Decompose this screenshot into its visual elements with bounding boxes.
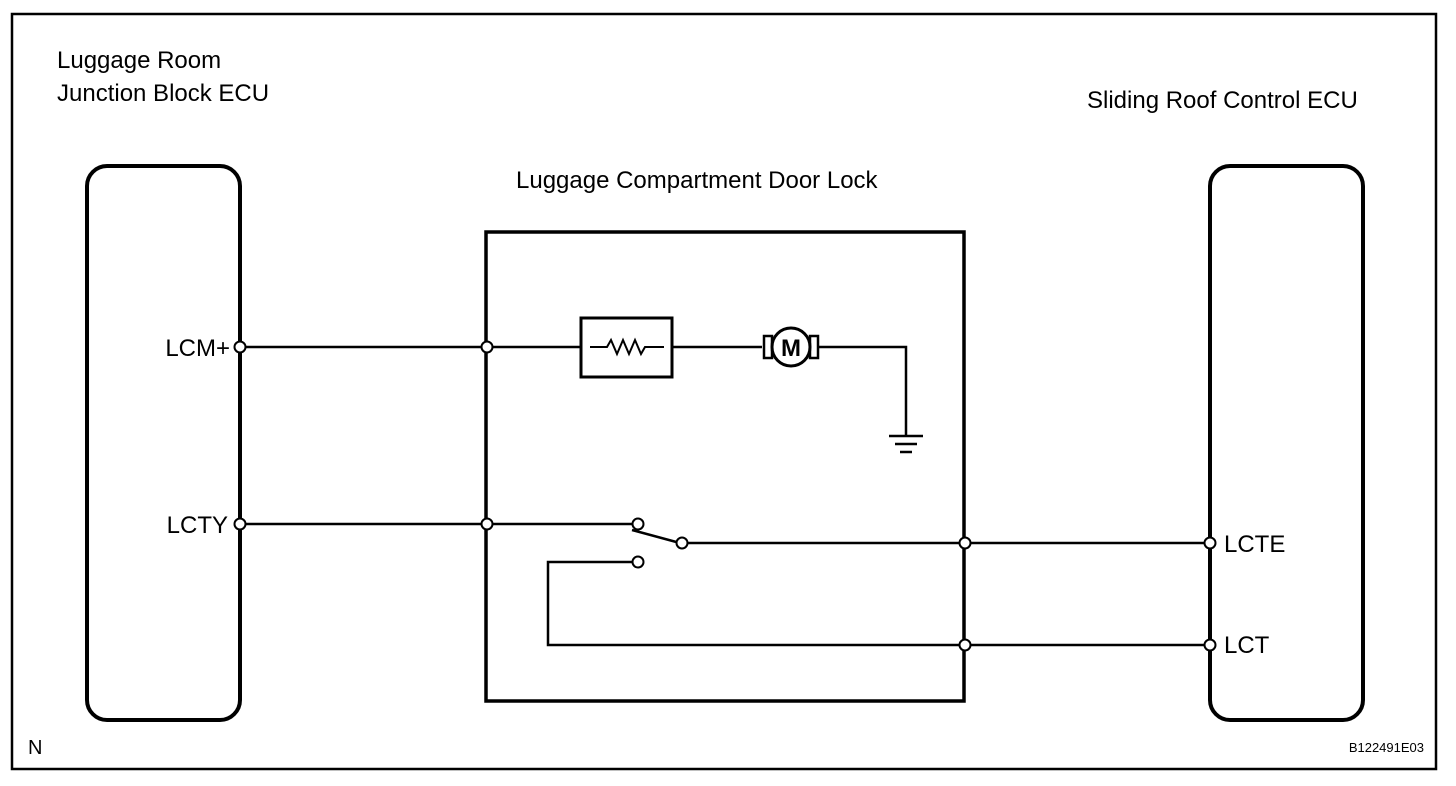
terminal-lct — [1203, 638, 1217, 652]
label-lcte: LCTE — [1224, 531, 1285, 558]
resistor-icon — [590, 337, 664, 357]
switch-contact-lct — [631, 555, 645, 569]
left-ecu-box — [85, 164, 242, 722]
wire-motor-ground — [818, 345, 908, 436]
switch-contact-common — [631, 517, 645, 531]
wire-lct — [546, 560, 1210, 647]
switch-blade — [631, 528, 681, 545]
terminal-lcty — [233, 517, 247, 531]
right-ecu-title: Sliding Roof Control ECU — [1087, 87, 1358, 114]
label-lct: LCT — [1224, 632, 1270, 659]
ground-icon — [889, 434, 923, 454]
door-lock-box — [484, 230, 966, 703]
footer-mark: N — [28, 737, 42, 759]
figure-code: B122491E03 — [1349, 740, 1424, 755]
terminal-lcte — [1203, 536, 1217, 550]
connector-node-lcty — [480, 517, 494, 531]
connector-node-lcm-plus — [480, 340, 494, 354]
left-ecu-title-line1: Luggage Room — [57, 47, 221, 74]
label-lcty: LCTY — [167, 512, 228, 539]
right-ecu-box — [1208, 164, 1365, 722]
door-lock-title: Luggage Compartment Door Lock — [516, 167, 879, 194]
terminal-lcm-plus — [233, 340, 247, 354]
switch-contact-lcte — [675, 536, 689, 550]
motor-symbol: M — [781, 335, 801, 362]
connector-node-lcte — [958, 536, 972, 550]
left-ecu-title-line2: Junction Block ECU — [57, 80, 269, 107]
label-lcm-plus: LCM+ — [165, 335, 230, 362]
motor-icon: M — [762, 326, 820, 368]
connector-node-lct — [958, 638, 972, 652]
diagram-frame — [10, 12, 1438, 771]
